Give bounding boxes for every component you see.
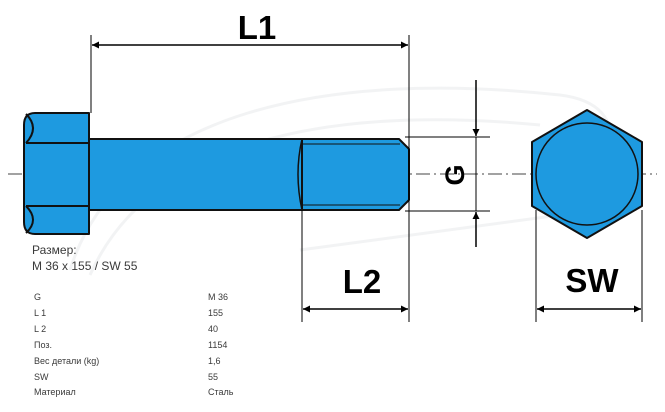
- spec-value: 55: [208, 371, 219, 382]
- bolt-shank: [88, 138, 304, 211]
- spec-value: 1154: [208, 339, 228, 350]
- l1-label: L1: [238, 9, 277, 46]
- l2-label: L2: [343, 263, 382, 300]
- size-heading: Размер:: [32, 243, 77, 257]
- spec-row: Материал Сталь: [34, 385, 233, 401]
- spec-row: Вес детали (kg) 1,6: [34, 354, 233, 370]
- bolt-thread: [297, 138, 410, 211]
- spec-value: 40: [208, 323, 219, 334]
- spec-label: L 2: [34, 323, 47, 334]
- spec-row: G M 36: [34, 290, 233, 306]
- spec-label: L 1: [34, 307, 47, 318]
- bolt-head: [23, 112, 90, 235]
- size-value: M 36 x 155 / SW 55: [32, 259, 138, 273]
- spec-value: 155: [208, 307, 224, 318]
- hex-end-view: [531, 109, 643, 239]
- spec-row: SW 55: [34, 370, 233, 386]
- spec-row: Поз. 1154: [34, 338, 233, 354]
- spec-row: L 2 40: [34, 322, 233, 338]
- sw-label: SW: [565, 262, 619, 299]
- spec-value: M 36: [208, 292, 229, 302]
- spec-table: G M 36 L 1 155 L 2 40 Поз. 1154 Вес детали (…: [34, 290, 233, 401]
- spec-label: Материал: [34, 387, 76, 398]
- spec-label: Вес детали (kg): [34, 355, 100, 366]
- spec-value: Сталь: [208, 387, 234, 398]
- g-label: G: [440, 164, 470, 185]
- spec-label: G: [34, 292, 42, 302]
- spec-label: Поз.: [34, 339, 52, 350]
- spec-value: 1,6: [208, 355, 221, 366]
- spec-row: L 1 155: [34, 306, 233, 322]
- spec-label: SW: [34, 371, 49, 382]
